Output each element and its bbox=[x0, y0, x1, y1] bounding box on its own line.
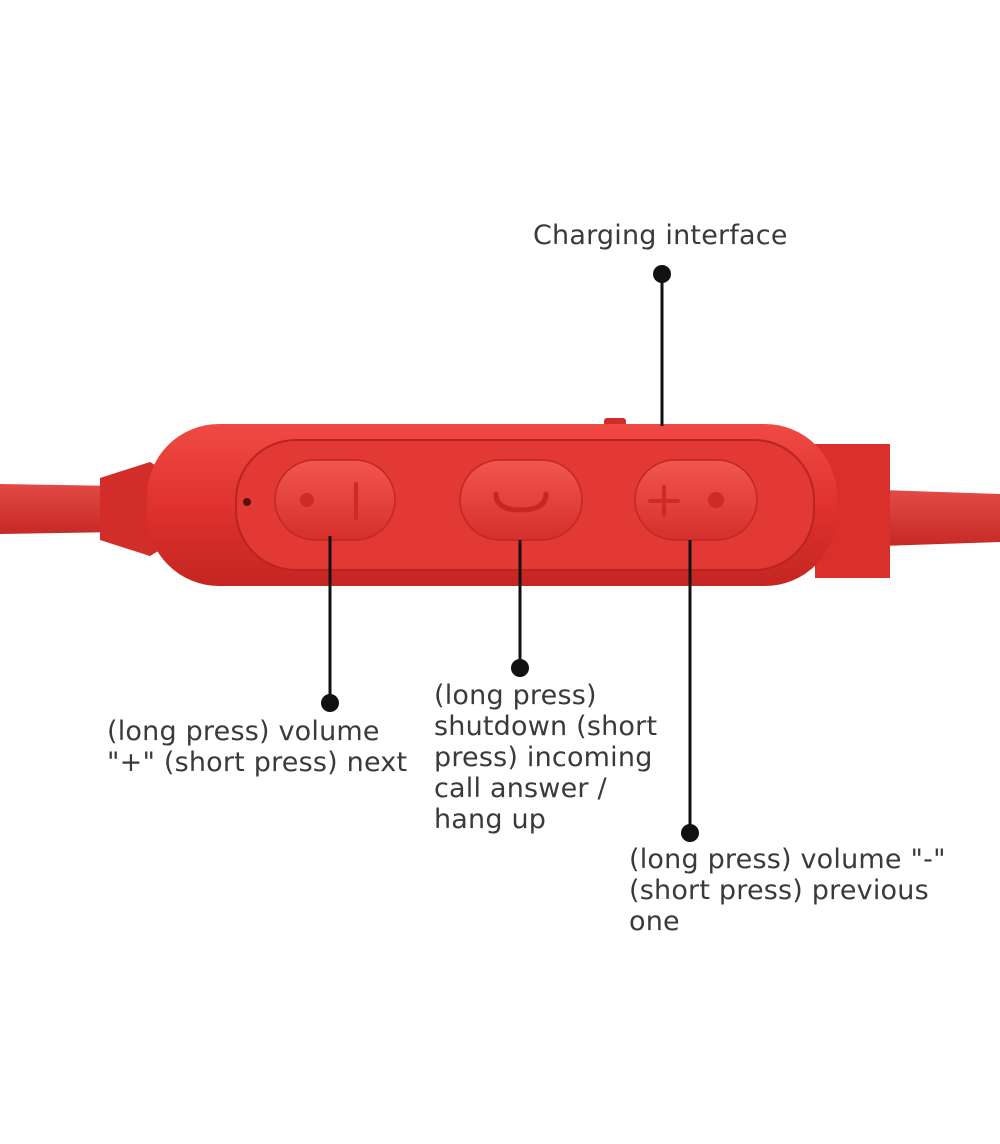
leader-dots bbox=[321, 265, 699, 842]
right-button-dot-icon bbox=[708, 492, 724, 508]
left-cable bbox=[0, 484, 120, 534]
left-button-dot-icon bbox=[300, 493, 314, 507]
dot-charging bbox=[653, 265, 671, 283]
volume-plus-button bbox=[634, 459, 758, 541]
plus-icon-vertical bbox=[662, 485, 666, 517]
dot-volume-plus bbox=[321, 694, 339, 712]
power-call-button bbox=[459, 459, 583, 541]
right-cable bbox=[880, 490, 1000, 546]
phone-handset-icon bbox=[493, 491, 549, 513]
dot-power bbox=[511, 659, 529, 677]
charging-interface-label: Charging interface bbox=[533, 220, 788, 251]
power-call-label: (long press) shutdown (short press) inco… bbox=[434, 680, 658, 835]
minus-icon bbox=[354, 482, 358, 520]
dot-volume-minus bbox=[681, 824, 699, 842]
left-strain-relief bbox=[100, 462, 160, 556]
microphone-hole bbox=[243, 498, 251, 506]
leader-lines bbox=[328, 274, 692, 832]
volume-minus-label: (long press) volume "-" (short press) pr… bbox=[629, 844, 946, 937]
volume-minus-button bbox=[274, 459, 396, 541]
volume-plus-label: (long press) volume "+" (short press) ne… bbox=[107, 716, 408, 778]
